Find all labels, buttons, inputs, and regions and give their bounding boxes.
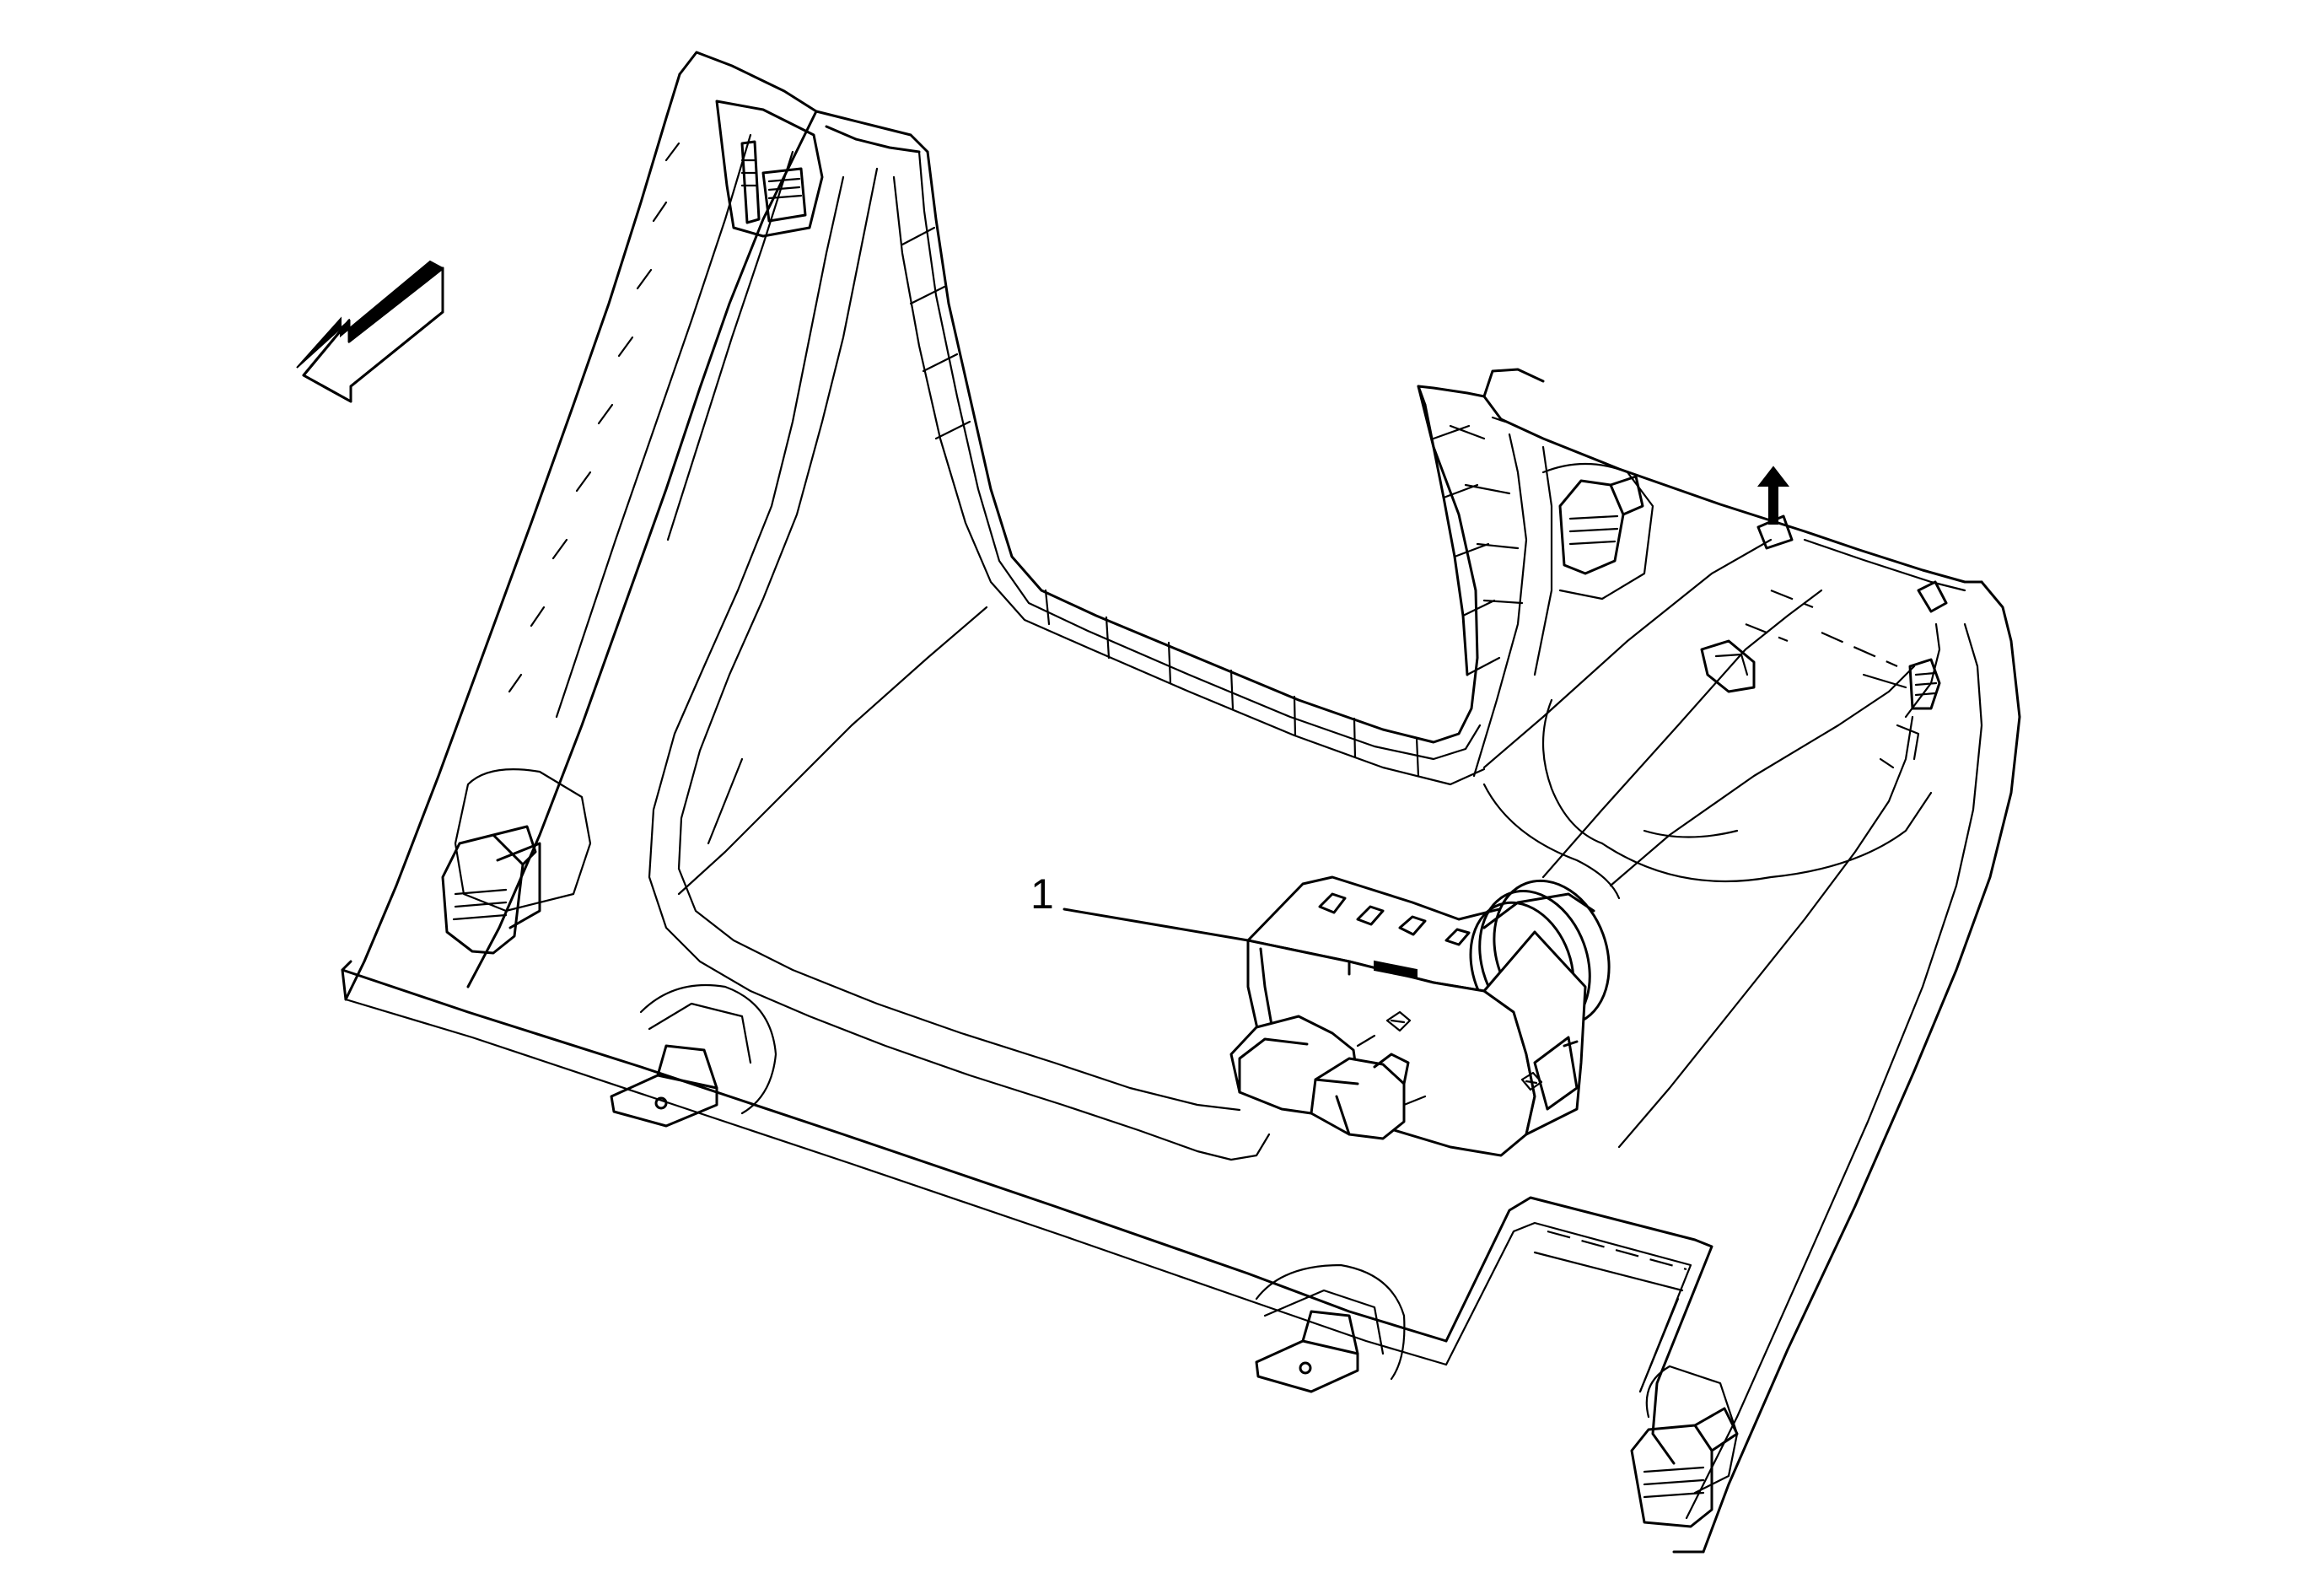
clip-top-right [1541, 462, 1654, 601]
trim-panel-outline [341, 51, 2021, 1554]
view-direction-arrow-icon [296, 260, 444, 403]
left-wall [508, 133, 1271, 1161]
clip-top-left [715, 100, 824, 238]
tab-bottom-right [1533, 1230, 1687, 1393]
clip-left-middle [441, 768, 592, 955]
removal-arrow-icon [1756, 466, 1794, 550]
channel-ribs [901, 226, 1501, 778]
right-interior [1482, 538, 1948, 1149]
right-pillar [1423, 403, 1553, 778]
tab-bottom-center [1255, 1263, 1406, 1393]
callout-leader-1 [1062, 907, 1250, 942]
center-channel [815, 110, 1501, 786]
tab-bottom-left [610, 983, 777, 1128]
callout-label-1: 1 [1030, 870, 1054, 918]
switch-module [1229, 875, 1611, 1157]
clip-bottom-right [1630, 1365, 1739, 1528]
